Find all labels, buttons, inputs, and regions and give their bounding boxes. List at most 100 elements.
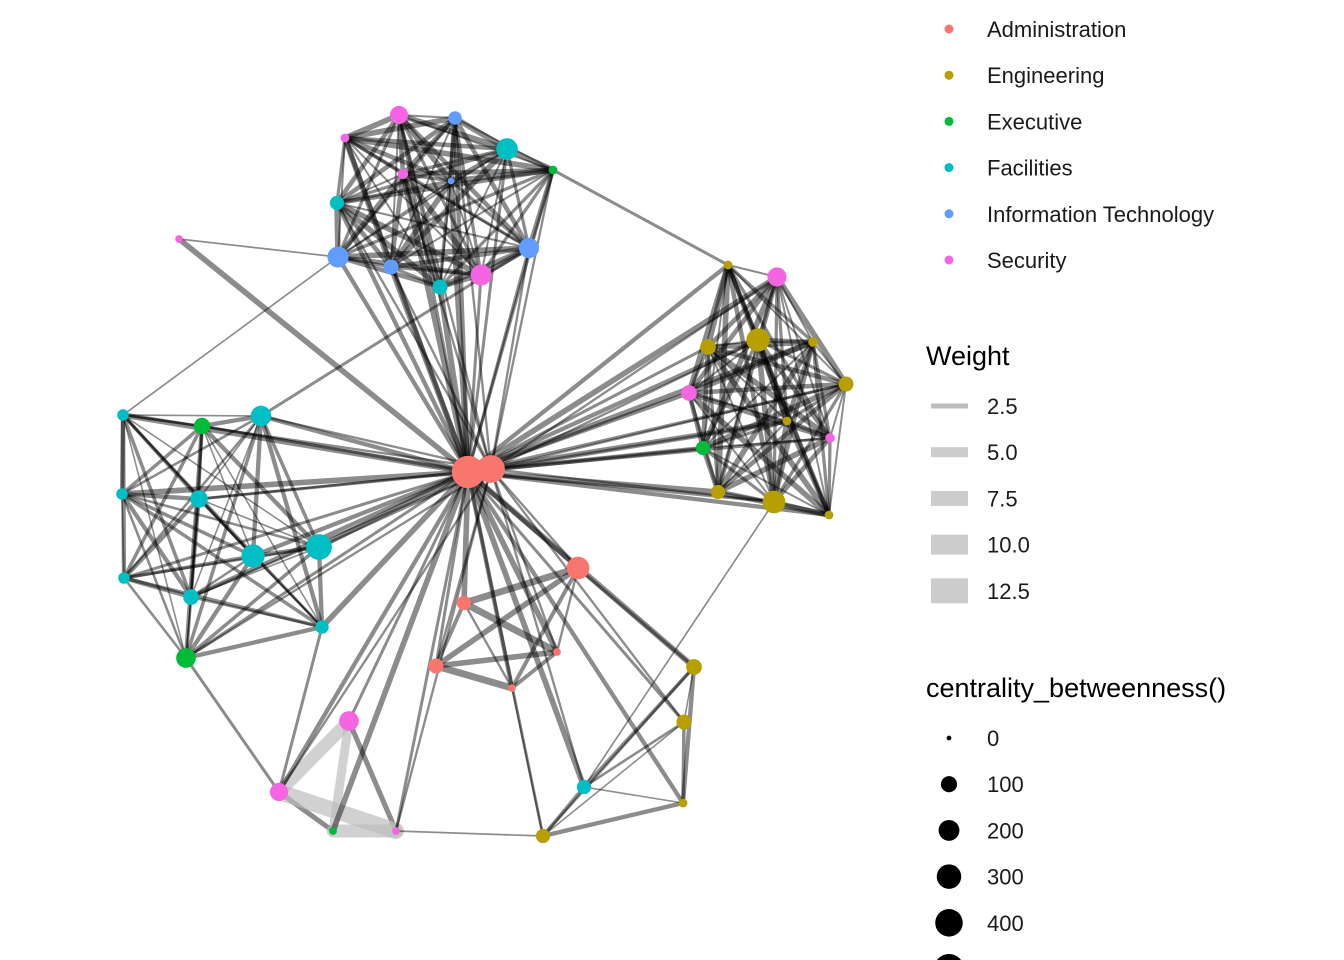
network-edge [334, 167, 556, 206]
network-node [676, 714, 692, 730]
network-edge [541, 785, 586, 838]
network-edge [122, 414, 320, 548]
network-edge [189, 497, 201, 599]
network-edge [771, 418, 790, 505]
network-edge [453, 116, 493, 471]
weight-legend-title: Weight [926, 341, 1010, 371]
legend-label: 400 [987, 911, 1024, 936]
network-edge [717, 339, 759, 493]
network-edge [120, 492, 324, 629]
network-edge [582, 720, 686, 789]
network-edge [465, 469, 581, 571]
network-edge [449, 179, 531, 250]
network-edge [705, 344, 833, 441]
network-edge [686, 274, 780, 396]
network-edge [396, 112, 454, 184]
network-edge [346, 718, 399, 834]
network-edge [702, 437, 831, 449]
network-edge [453, 116, 483, 277]
network-edge [466, 168, 555, 474]
network-edge [390, 114, 400, 268]
network-edge [121, 493, 125, 579]
legend-label: 12.5 [987, 579, 1030, 604]
network-edge [121, 413, 193, 599]
network-edge [189, 424, 204, 599]
network-edge [510, 650, 559, 690]
network-edge [200, 424, 470, 474]
network-edge [252, 555, 323, 628]
network-edge [334, 115, 458, 206]
network-edge [390, 117, 456, 268]
weight-legend: Weight 2.55.07.510.012.5 [926, 341, 1030, 604]
network-edge [316, 544, 325, 630]
network-edge [334, 200, 443, 290]
network-edge [122, 414, 262, 417]
network-edge [717, 420, 788, 493]
network-edge [394, 470, 470, 833]
network-edge [541, 665, 696, 838]
network-edge [465, 262, 731, 475]
network-edge [479, 168, 555, 277]
network-node [825, 433, 835, 443]
network-edge [394, 467, 493, 833]
network-edge [250, 413, 264, 559]
network-edge [176, 236, 471, 475]
network-edge [460, 599, 561, 656]
network-edge [197, 467, 493, 501]
network-edge [120, 492, 188, 660]
network-edge [466, 382, 848, 474]
network-node [176, 648, 196, 668]
legend-key-dot [944, 209, 954, 219]
network-edge [434, 601, 466, 668]
network-edge [489, 382, 848, 471]
network-edge [705, 274, 780, 350]
network-edge [726, 263, 832, 440]
betweenness-legend-title: centrality_betweenness() [926, 673, 1226, 703]
network-edge [772, 275, 779, 504]
network-node [315, 620, 329, 634]
network-edge [785, 382, 848, 423]
network-edge [828, 383, 847, 516]
network-edge [505, 147, 531, 250]
network-edge [201, 425, 323, 628]
legend-label: 5.0 [987, 440, 1018, 465]
network-edge [438, 168, 555, 289]
network-edge [343, 136, 531, 250]
network-edge [465, 469, 560, 655]
network-edge [489, 275, 779, 471]
network-edge [776, 276, 830, 516]
network-edge [184, 470, 470, 660]
network-edge [185, 498, 200, 659]
network-edge [258, 413, 471, 475]
network-edge [715, 435, 833, 495]
network-node [448, 111, 462, 125]
network-node [329, 827, 337, 835]
network-edge [784, 418, 833, 441]
size-key-dot [940, 776, 958, 793]
network-edge [688, 339, 759, 394]
network-edge [510, 566, 580, 690]
network-node [824, 510, 834, 520]
network-edge [272, 714, 356, 799]
network-node [686, 659, 702, 675]
network-edge [335, 254, 471, 475]
network-edge [259, 414, 321, 549]
network-edge [342, 135, 394, 270]
network-edge [686, 390, 706, 451]
network-edge [489, 467, 776, 504]
network-edge [185, 596, 192, 659]
network-edge [438, 116, 457, 289]
network-edge [686, 390, 832, 518]
network-edge [122, 470, 470, 580]
legend-label: 0 [987, 726, 999, 751]
network-edge [688, 392, 788, 422]
network-edge [465, 274, 780, 475]
network-edge [335, 245, 532, 260]
network-nodes [116, 105, 854, 844]
network-edge [701, 338, 760, 450]
network-edge [335, 136, 347, 205]
network-edge [489, 446, 705, 471]
network-edge [715, 262, 731, 495]
network-node [746, 328, 770, 352]
